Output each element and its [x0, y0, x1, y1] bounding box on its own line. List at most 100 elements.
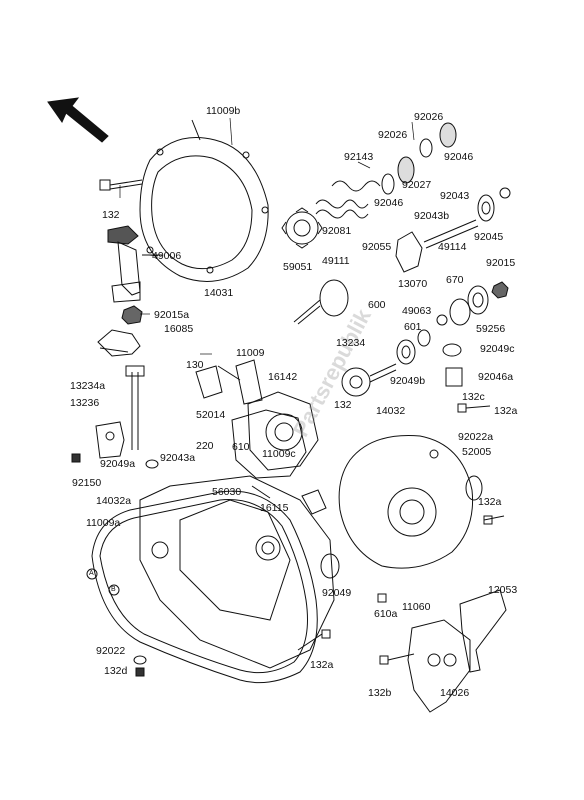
leader-lines [119, 117, 415, 355]
gear-59051 [281, 207, 323, 249]
label-92015: 92015 [486, 257, 516, 269]
bolt-132a-right [457, 403, 505, 525]
water-pump-housing [231, 391, 319, 479]
label-92049: 92049 [322, 587, 352, 599]
spring-92081 [315, 199, 369, 219]
label-132b: 132b [368, 687, 392, 699]
callout-b-left [108, 584, 120, 596]
nut-92015 [491, 281, 509, 299]
label-610a: 610a [374, 608, 398, 620]
callout-a-label: A [89, 570, 94, 577]
label-56030: 56030 [212, 486, 242, 498]
label-670: 670 [446, 274, 464, 286]
crankcase-cover [139, 475, 335, 669]
label-14032: 14032 [376, 405, 406, 417]
label-601: 601 [404, 321, 422, 333]
bolt-92150 [71, 453, 81, 463]
pin-610a [377, 593, 387, 603]
crankcase-cover-gasket [91, 490, 318, 684]
pin-56030 [251, 485, 271, 499]
label-92143: 92143 [344, 151, 374, 163]
label-130: 130 [186, 359, 204, 371]
label-52014: 52014 [196, 409, 226, 421]
bolt-132 [99, 179, 143, 191]
label-132a: 132a [478, 496, 502, 508]
seal-49063 [417, 329, 431, 347]
shaft-49114 [423, 219, 479, 249]
bearing-601 [396, 339, 416, 365]
seal-92049 [320, 553, 340, 579]
label-132: 132 [334, 399, 352, 411]
label-49006: 49006 [152, 250, 182, 262]
label-92055: 92055 [362, 241, 392, 253]
label-16085: 16085 [164, 323, 194, 335]
label-13070: 13070 [398, 278, 428, 290]
label-92043b: 92043b [414, 210, 450, 222]
label-132a: 132a [310, 659, 334, 671]
pump-shaft-49111 [293, 279, 349, 325]
label-610: 610 [232, 441, 250, 453]
bolt-132d [133, 655, 147, 677]
pipe-52014 [195, 365, 241, 399]
label-11060: 11060 [402, 601, 431, 613]
label-13236: 13236 [70, 397, 100, 409]
clutch-cover [139, 119, 269, 282]
label-220: 220 [196, 440, 214, 452]
label-16142: 16142 [268, 371, 298, 383]
label-600: 600 [368, 299, 386, 311]
label-92049a: 92049a [100, 458, 136, 470]
bearing-92045 [477, 194, 495, 222]
bushing-92046a [445, 367, 463, 387]
label-92049b: 92049b [390, 375, 426, 387]
spring-92143 [331, 180, 381, 192]
impeller-13070 [395, 231, 423, 273]
gear-13234 [341, 363, 397, 397]
label-13234a: 13234a [70, 380, 106, 392]
plug-16115 [301, 489, 327, 515]
label-13234: 13234 [336, 337, 366, 349]
label-52005: 52005 [462, 446, 492, 458]
label-11009a: 11009a [86, 517, 121, 529]
label-92027: 92027 [402, 179, 432, 191]
label-92046a: 92046a [478, 371, 514, 383]
callout-a-left [86, 568, 98, 580]
label-12053: 12053 [488, 584, 518, 596]
label-92022: 92022 [96, 645, 126, 657]
label-14026: 14026 [440, 687, 470, 699]
label-49111: 49111 [322, 255, 350, 267]
label-132d: 132d [104, 665, 128, 677]
label-92043: 92043 [440, 190, 470, 202]
label-59256: 59256 [476, 323, 506, 335]
right-cover-14032 [338, 435, 474, 569]
bearing-59256 [467, 285, 489, 315]
label-92043a: 92043a [160, 452, 196, 464]
label-92150: 92150 [72, 477, 102, 489]
bolt-132b [379, 653, 415, 665]
callout-a-right [499, 187, 511, 199]
bolt-132a-bottom [297, 629, 331, 651]
o-ring-670 [449, 298, 471, 326]
callout-b-label: B [111, 586, 116, 593]
nut-92015a [121, 305, 143, 325]
label-14031: 14031 [204, 287, 234, 299]
ratchet-16085 [97, 329, 141, 357]
label-11009b: 11009b [206, 105, 241, 117]
label-49063: 49063 [402, 305, 432, 317]
label-92026: 92026 [414, 111, 444, 123]
label-11009: 11009 [236, 347, 265, 359]
label-132: 132 [102, 209, 120, 221]
label-132c: 132c [462, 391, 485, 403]
callout-b-right [436, 314, 448, 326]
label-11009c: 11009c [262, 448, 296, 460]
bracket-11009 [235, 359, 263, 405]
label-92046: 92046 [444, 151, 474, 163]
label-92015a: 92015a [154, 309, 190, 321]
shift-lever-13236 [95, 421, 125, 459]
label-49114: 49114 [438, 241, 467, 253]
label-59051: 59051 [283, 261, 313, 273]
washer-stack [381, 122, 457, 195]
bracket-12053 [459, 589, 507, 673]
label-92022a: 92022a [458, 431, 494, 443]
